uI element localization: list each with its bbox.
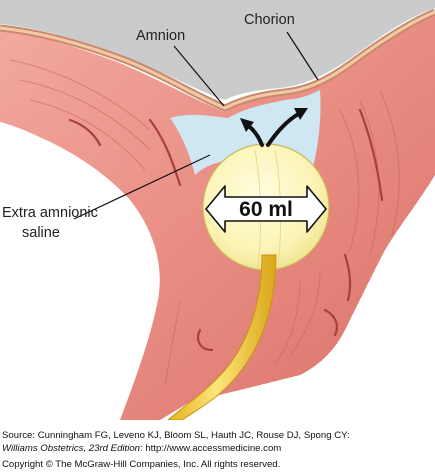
foley-balloon-illustration: 60 ml: [0, 0, 435, 420]
source-prefix: Source: Cunningham FG, Leveno KJ, Bloom …: [2, 430, 350, 441]
amnion-label: Amnion: [136, 28, 186, 44]
extra-amnionic-label-line1: Extra amnionic: [2, 205, 98, 221]
chorion-label: Chorion: [244, 12, 295, 28]
arrow-head-right: [294, 108, 308, 120]
source-url: : http://www.accessmedicine.com: [140, 443, 282, 454]
arrow-head-left: [240, 118, 254, 132]
extra-amnionic-label-line2: saline: [22, 225, 60, 241]
leader-lines: [73, 31, 319, 220]
volume-double-arrow: [205, 185, 327, 233]
amnion-membrane: [0, 10, 435, 110]
amniotic-cavity: [0, 0, 435, 100]
copyright-text: Copyright © The McGraw-Hill Companies, I…: [2, 459, 281, 470]
volume-label: 60 ml: [239, 198, 293, 221]
book-title: Williams Obstetrics, 23rd Edition: [2, 443, 140, 454]
tissue-texture: [9, 59, 400, 386]
source-book-line: Williams Obstetrics, 23rd Edition: http:…: [2, 443, 281, 455]
tissue-folds: [68, 108, 384, 352]
catheter: [167, 254, 277, 420]
copyright-line: Copyright © The McGraw-Hill Companies, I…: [2, 459, 280, 471]
source-credit: Source: Cunningham FG, Leveno KJ, Bloom …: [2, 430, 350, 442]
